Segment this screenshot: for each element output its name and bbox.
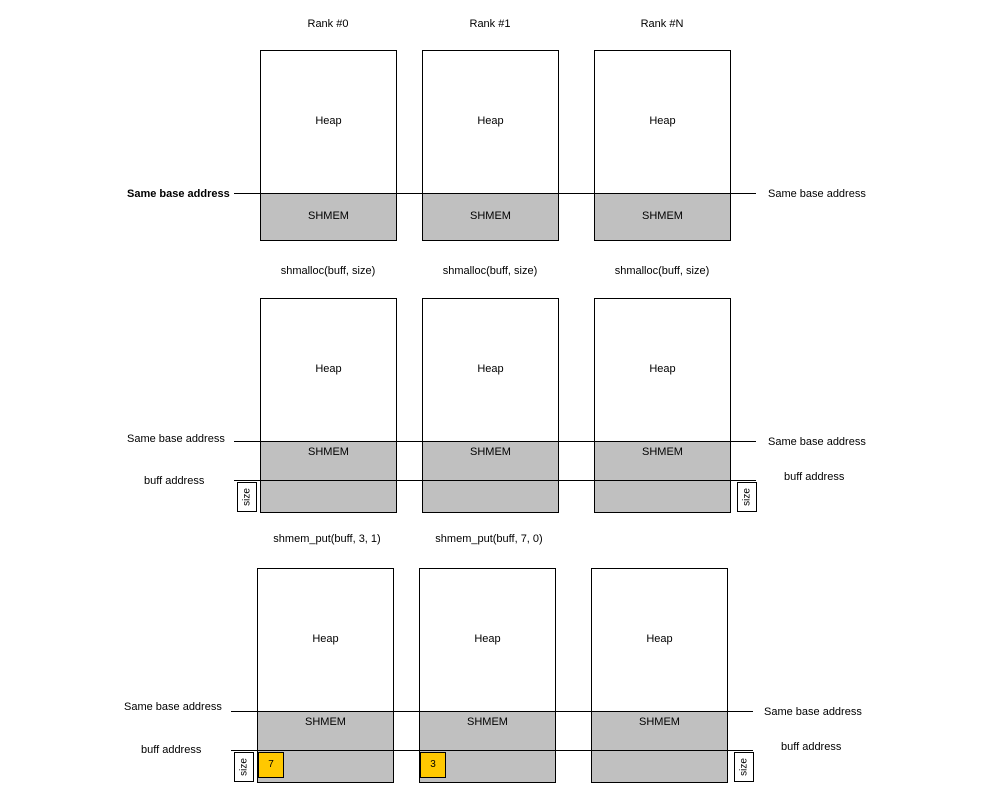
size-marker: size bbox=[737, 482, 757, 512]
same-base-address-left: Same base address bbox=[124, 701, 222, 713]
shmem-label: SHMEM bbox=[470, 210, 511, 222]
size-label: size bbox=[241, 488, 253, 506]
size-marker: size bbox=[734, 752, 754, 782]
heap-region: Heap bbox=[422, 50, 559, 194]
shmem-region: SHMEM bbox=[422, 441, 559, 513]
heap-region: Heap bbox=[594, 298, 731, 442]
same-base-address-left: Same base address bbox=[127, 188, 230, 200]
size-marker: size bbox=[234, 752, 254, 782]
shmem-label: SHMEM bbox=[642, 446, 683, 458]
size-label: size bbox=[738, 758, 750, 776]
buff-address-right: buff address bbox=[784, 471, 845, 483]
heap-region: Heap bbox=[419, 568, 556, 712]
shmem-label: SHMEM bbox=[308, 210, 349, 222]
base-address-line bbox=[234, 441, 756, 442]
heap-region: Heap bbox=[260, 298, 397, 442]
shmem-put-call-rank-0: shmem_put(buff, 3, 1) bbox=[273, 533, 381, 545]
rank-n-header: Rank #N bbox=[640, 18, 684, 30]
shmalloc-call-rank-n: shmalloc(buff, size) bbox=[614, 265, 710, 277]
same-base-address-left: Same base address bbox=[127, 433, 225, 445]
heap-region: Heap bbox=[260, 50, 397, 194]
shmem-region: SHMEM bbox=[260, 193, 397, 241]
buff-value-rank-1: 3 bbox=[420, 752, 446, 778]
shmem-region: SHMEM bbox=[594, 441, 731, 513]
shmem-region: SHMEM bbox=[591, 711, 728, 783]
base-address-line bbox=[231, 711, 753, 712]
shmem-region: SHMEM bbox=[594, 193, 731, 241]
heap-label: Heap bbox=[477, 115, 504, 127]
heap-label: Heap bbox=[649, 363, 676, 375]
heap-region: Heap bbox=[594, 50, 731, 194]
shmem-label: SHMEM bbox=[470, 446, 511, 458]
rank-0-header: Rank #0 bbox=[307, 18, 349, 30]
heap-label: Heap bbox=[312, 633, 339, 645]
shmem-label: SHMEM bbox=[467, 716, 508, 728]
buff-address-line bbox=[231, 750, 753, 751]
shmem-region: SHMEM bbox=[260, 441, 397, 513]
shmem-label: SHMEM bbox=[642, 210, 683, 222]
shmem-region: SHMEM bbox=[422, 193, 559, 241]
heap-label: Heap bbox=[315, 363, 342, 375]
heap-label: Heap bbox=[477, 363, 504, 375]
size-marker: size bbox=[237, 482, 257, 512]
buff-address-line bbox=[234, 480, 756, 481]
shmem-label: SHMEM bbox=[305, 716, 346, 728]
shmem-label: SHMEM bbox=[308, 446, 349, 458]
size-label: size bbox=[238, 758, 250, 776]
heap-region: Heap bbox=[591, 568, 728, 712]
size-label: size bbox=[741, 488, 753, 506]
heap-region: Heap bbox=[422, 298, 559, 442]
heap-label: Heap bbox=[474, 633, 501, 645]
buff-address-left: buff address bbox=[141, 744, 202, 756]
buff-value-rank-0: 7 bbox=[258, 752, 284, 778]
base-address-line bbox=[234, 193, 756, 194]
shmalloc-call-rank-0: shmalloc(buff, size) bbox=[280, 265, 376, 277]
heap-label: Heap bbox=[649, 115, 676, 127]
same-base-address-right: Same base address bbox=[764, 706, 862, 718]
shmem-label: SHMEM bbox=[639, 716, 680, 728]
same-base-address-right: Same base address bbox=[768, 436, 866, 448]
buff-address-left: buff address bbox=[144, 475, 205, 487]
rank-1-header: Rank #1 bbox=[469, 18, 511, 30]
shmem-put-call-rank-1: shmem_put(buff, 7, 0) bbox=[435, 533, 543, 545]
buff-address-right: buff address bbox=[781, 741, 842, 753]
heap-region: Heap bbox=[257, 568, 394, 712]
heap-label: Heap bbox=[646, 633, 673, 645]
same-base-address-right: Same base address bbox=[768, 188, 866, 200]
heap-label: Heap bbox=[315, 115, 342, 127]
shmalloc-call-rank-1: shmalloc(buff, size) bbox=[442, 265, 538, 277]
